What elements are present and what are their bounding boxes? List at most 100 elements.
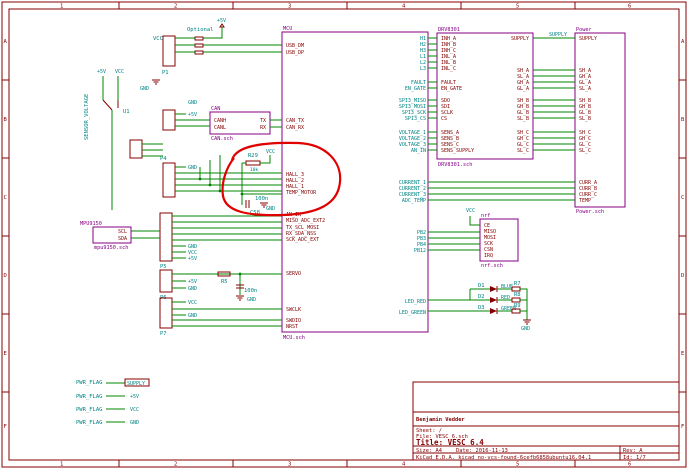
sensor-voltage-switch: +5V VCC SENSOR_VOLTAGE U1 [84,69,130,210]
mcu-sheet-file: MCU.sch [283,335,305,341]
col-label: 3 [288,4,291,10]
net-label: VOLTAGE_3 [399,142,426,148]
row-label: C [4,195,7,201]
power-sheet[interactable]: Power Power.sch SUPPLY SH_A GH_A GL_A SL… [574,27,626,215]
frame-row-labels-left: A B C D E F [4,39,8,430]
can-sheet-title: CAN [211,106,220,112]
led-net: GREEN [501,306,516,312]
can-sheet[interactable]: CAN CAN.sch CANH CANL TX RX [209,106,282,142]
connector-p6: P6 R5 100n GND +5V GND [159,269,282,303]
drv-pin: GH_A [517,80,529,86]
mpu-pin: SDA [118,236,127,242]
net-label: L2 [420,60,426,66]
col-label: 5 [516,462,519,468]
mcu-pin: CAN_TX [286,118,304,124]
title-block-size: Size: A4 [416,448,442,454]
drv-pin: FAULT [441,80,456,86]
p3-plus5v: +5V [188,112,197,118]
col-label: 2 [174,462,177,468]
col-label: 6 [628,462,631,468]
p7-vcc: VCC [188,300,197,306]
drv-pin: INL_A [441,54,456,60]
r29-value: 10k [250,167,258,173]
net-label: ADC_TEMP [402,198,426,204]
net-label: L3 [420,66,426,72]
connector-p3: +5V GND [162,100,210,131]
mcu-pin: SCK_ADC_EXT [286,237,319,243]
drv-pin: SENS_B [441,136,459,142]
pwr-supply-tag: SUPPLY [127,381,145,387]
row-label: F [681,424,684,430]
power-pin: SH_B [579,98,591,104]
connector-p7: P7 VCC GND [159,297,282,337]
mcu-pin: CAN_RX [286,125,304,131]
optional-label: Optional [187,27,214,33]
connector-p5: P5 GND VCC +5V [131,212,282,270]
title-block-title: Title: VESC 6.4 [416,438,484,447]
net-label: SPI3_SCK [402,110,426,116]
drv-pin: INH_A [441,36,456,42]
led-net: RED [501,295,510,301]
mcu-pin: HALL_1 [286,184,304,190]
net-label: AN_IN [411,148,426,154]
row-label: B [681,117,685,123]
nrf-pin: IRQ [484,253,493,259]
drv-pin: SL_B [517,116,529,122]
col-label: 6 [628,4,631,10]
wires-mcu-nrf: VCC [428,208,480,251]
pwr-flag-label: PWR_FLAG [76,380,103,386]
col-label: 2 [174,4,177,10]
mcu-sheet[interactable]: MCU MCU.sch USB_DM USB_DP CAN_TX CAN_RX … [281,26,429,341]
title-block-id: Id: 1/7 [623,455,646,461]
net-label: PB2 [417,230,426,236]
usb-connector: Optional +5V P1 VCC GND [140,18,282,92]
drv-pin: SH_A [517,68,529,74]
c-servo-value: 100n [244,288,257,294]
resistor-ref: R8 [514,292,521,298]
drv8301-sheet-title: DRV8301 [438,27,460,33]
net-label: H1 [420,36,426,42]
usb-vcc-label: VCC [153,36,163,42]
pwr-vcc: VCC [130,407,139,413]
row-label: D [681,273,684,279]
drv-pin: SL_A [517,74,529,80]
mcu-pin: SWDIO [286,318,301,324]
vcc-label: VCC [466,208,475,214]
nrf-sheet[interactable]: nrf nrf.sch CE MISO MOSI SCK CSN IRQ [479,213,519,269]
net-label: SPI3_CS [405,116,426,122]
r5-ref: R5 [221,279,228,285]
nrf-pin: CSN [484,247,493,253]
can-sheet-file: CAN.sch [211,136,233,142]
drv-pin: SDI [441,104,450,110]
mpu9150-sheet[interactable]: MPU9150 mpu9150.sch SCL SDA [80,221,132,251]
mcu-sheet-title: MCU [283,26,292,32]
p6-plus5v: +5V [188,279,197,285]
col-label: 4 [402,462,406,468]
row-label: A [681,39,685,45]
drv-pin: SDO [441,98,450,104]
connector-p4: P4 GND [129,139,282,198]
col-label: 4 [402,4,406,10]
mcu-right-nets: H1 H2 H3 L1 L2 L3 FAULT EN_GATE SPI3_MIS… [399,36,426,316]
power-pin: GL_C [579,142,591,148]
power-pin: GH_A [579,74,591,80]
drv-pin: INL_B [441,60,456,66]
drv-pin: SENS_SUPPLY [441,148,474,154]
nrf-pin: MOSI [484,235,496,241]
drv-pin: CS [441,116,447,122]
sensor-plus5v: +5V [97,69,106,75]
mcu-pin: MISO_ADC_EXT2 [286,218,325,224]
temp-motor-pullup: R29 10k VCC 100n C58 GND [240,149,282,216]
mcu-pin: TEMP_MOTOR [286,190,317,196]
power-flags: PWR_FLAG PWR_FLAG PWR_FLAG PWR_FLAG SUPP… [76,378,150,426]
drv8301-sheet[interactable]: DRV8301 DRV8301.sch INH_A INH_B INH_C IN… [436,27,534,168]
pwr-flag-label: PWR_FLAG [76,407,103,413]
gnd-label: GND [521,326,530,332]
power-pin: TEMP [579,198,591,204]
pwr-flag-label: PWR_FLAG [76,420,103,426]
pwr-flag-label: PWR_FLAG [76,394,103,400]
power-pin: SH_A [579,68,591,74]
net-label: H3 [420,48,426,54]
